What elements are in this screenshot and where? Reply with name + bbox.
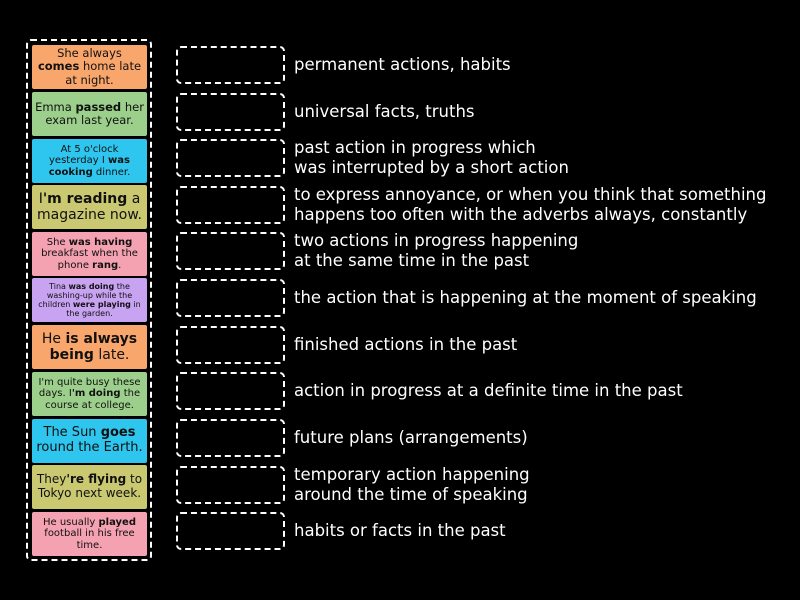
drop-slot[interactable]	[176, 279, 285, 317]
description-line: around the time of speaking	[294, 485, 528, 504]
drop-slot[interactable]	[176, 232, 285, 270]
sentence-card[interactable]: Tina was doing the washing-up while the …	[32, 278, 147, 322]
sentence-fragment: I'm quite busy these days. I	[38, 376, 141, 400]
sentence-card[interactable]: She was having breakfast when the phone …	[32, 232, 147, 276]
description-label: finished actions in the past	[294, 335, 794, 355]
drop-slot[interactable]	[176, 466, 285, 504]
drop-slot[interactable]	[176, 186, 285, 224]
description-label: action in progress at a definite time in…	[294, 381, 794, 401]
drop-slot[interactable]	[176, 372, 285, 410]
description-line: temporary action happening	[294, 465, 530, 484]
verb-form: 'm reading	[42, 190, 128, 207]
description-label: universal facts, truths	[294, 102, 794, 122]
sentence-card[interactable]: Emma passed her exam last year.	[32, 92, 147, 136]
verb-form: rang	[92, 259, 119, 271]
description-line: permanent actions, habits	[294, 55, 511, 74]
sentence-card-text: At 5 o'clock yesterday I was cooking din…	[35, 144, 144, 179]
drop-slot[interactable]	[176, 93, 285, 131]
verb-form: was doing	[68, 281, 115, 291]
sentence-card[interactable]: She always comes home late at night.	[32, 45, 147, 89]
description-line: habits or facts in the past	[294, 521, 506, 540]
description-line: the action that is happening at the mome…	[294, 288, 757, 307]
sentence-fragment: dinner.	[92, 166, 131, 178]
description-label: to express annoyance, or when you think …	[294, 185, 794, 225]
sentence-fragment: round the Earth.	[36, 440, 143, 455]
description-label: habits or facts in the past	[294, 521, 794, 541]
sentence-fragment: The Sun	[43, 425, 101, 441]
description-line: to express annoyance, or when you think …	[294, 185, 767, 204]
sentence-card-text: She always comes home late at night.	[35, 47, 144, 87]
sentence-fragment: They	[36, 472, 67, 487]
sentence-card-text: He is always being late.	[35, 331, 144, 363]
card-tray	[26, 39, 152, 561]
sentence-fragment: football in his free time.	[44, 528, 135, 551]
sentence-fragment: her exam last year.	[45, 99, 144, 127]
description-line: future plans (arrangements)	[294, 428, 528, 447]
verb-form: played	[98, 516, 137, 528]
drop-slot[interactable]	[176, 139, 285, 177]
verb-form: passed	[75, 99, 122, 114]
verb-form: 'm doing	[71, 388, 121, 400]
sentence-fragment: late.	[93, 347, 130, 363]
sentence-fragment: He	[41, 330, 66, 347]
description-line: was interrupted by a short action	[294, 158, 569, 177]
sentence-card-text: She was having breakfast when the phone …	[35, 237, 144, 272]
sentence-fragment: Tina	[49, 281, 69, 291]
sentence-fragment: She	[46, 236, 69, 248]
verb-form: was cooking	[48, 155, 130, 178]
sentence-card[interactable]: They're flying to Tokyo next week.	[32, 465, 147, 509]
sentence-card-text: I'm reading a magazine now.	[35, 191, 144, 223]
sentence-card[interactable]: I'm quite busy these days. I'm doing the…	[32, 372, 147, 416]
sentence-fragment: At 5 o'clock yesterday I	[49, 143, 119, 167]
sentence-fragment: He usually	[42, 516, 99, 528]
verb-form: 're flying	[66, 472, 127, 487]
description-line: action in progress at a definite time in…	[294, 381, 683, 400]
description-label: future plans (arrangements)	[294, 428, 794, 448]
description-label: the action that is happening at the mome…	[294, 288, 794, 308]
description-line: finished actions in the past	[294, 335, 518, 354]
description-line: past action in progress which	[294, 138, 536, 157]
description-label: permanent actions, habits	[294, 55, 794, 75]
description-line: at the same time in the past	[294, 251, 530, 270]
sentence-card-text: Tina was doing the washing-up while the …	[35, 282, 144, 319]
sentence-fragment: .	[118, 259, 122, 271]
sentence-card-text: I'm quite busy these days. I'm doing the…	[35, 377, 144, 412]
sentence-card-text: He usually played football in his free t…	[35, 517, 144, 552]
sentence-fragment: the washing-up while the children	[38, 281, 133, 309]
description-line: universal facts, truths	[294, 102, 475, 121]
sentence-fragment: the course at college.	[45, 388, 141, 411]
sentence-card[interactable]: He is always being late.	[32, 325, 147, 369]
drop-slot[interactable]	[176, 326, 285, 364]
sentence-fragment: Emma	[35, 99, 76, 114]
sentence-card[interactable]: The Sun goes round the Earth.	[32, 419, 147, 463]
sentence-fragment: to Tokyo next week.	[37, 472, 143, 500]
sentence-card-text: The Sun goes round the Earth.	[35, 425, 144, 456]
sentence-fragment: breakfast when the phone	[41, 248, 138, 271]
verb-form: is always being	[49, 330, 138, 363]
sentence-fragment: home late at night.	[65, 59, 142, 87]
verb-form: comes	[37, 59, 80, 74]
sentence-fragment: I	[38, 190, 43, 207]
drop-slot[interactable]	[176, 419, 285, 457]
sentence-fragment: She always	[57, 46, 122, 61]
description-line: happens too often with the adverbs alway…	[294, 205, 748, 224]
description-line: two actions in progress happening	[294, 231, 579, 250]
sentence-card[interactable]: I'm reading a magazine now.	[32, 185, 147, 229]
sentence-card[interactable]: At 5 o'clock yesterday I was cooking din…	[32, 139, 147, 183]
drop-slot[interactable]	[176, 512, 285, 550]
sentence-card-text: Emma passed her exam last year.	[35, 99, 144, 127]
sentence-card-text: They're flying to Tokyo next week.	[35, 472, 144, 501]
sentence-card[interactable]: He usually played football in his free t…	[32, 512, 147, 556]
verb-form: were playing	[72, 300, 131, 309]
drop-slot[interactable]	[176, 46, 285, 84]
sentence-fragment: in the garden.	[66, 300, 141, 319]
sentence-fragment: a magazine now.	[37, 190, 142, 223]
verb-form: was having	[68, 236, 133, 248]
verb-form: goes	[100, 425, 136, 441]
